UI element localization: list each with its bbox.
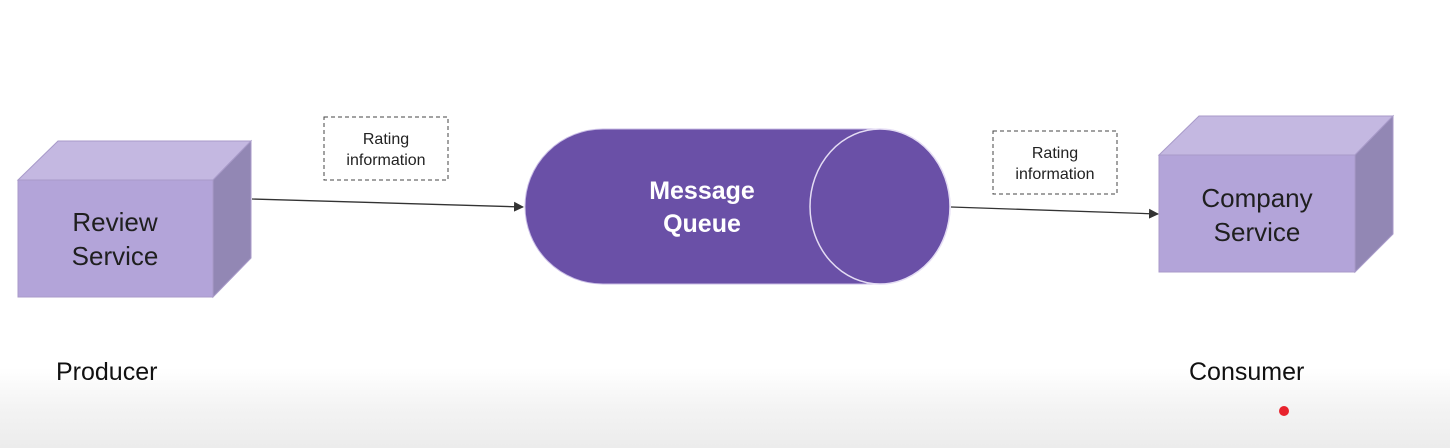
company-service-label-line1: Company — [1201, 183, 1312, 213]
message-note-2-box — [992, 130, 1118, 195]
company-service-label-line2: Service — [1214, 217, 1301, 247]
message-queue-label-line1: Message — [649, 177, 755, 205]
message-queue-node: Message Queue — [524, 128, 951, 285]
queue-to-consumer-arrow — [950, 206, 1159, 219]
message-note-1-line1: Rating — [363, 131, 409, 148]
review-service-cube-top — [16, 140, 253, 181]
producer-to-queue-arrow — [251, 198, 524, 212]
review-service-label-line1: Review — [72, 207, 157, 237]
message-note-1-box — [323, 116, 449, 181]
pointer-dot — [1279, 406, 1289, 416]
company-service-cube-top — [1157, 115, 1395, 156]
message-note-1: Rating information — [323, 116, 449, 181]
message-note-2: Rating information — [992, 130, 1118, 195]
review-service-label-line2: Service — [72, 241, 159, 271]
message-note-2-line1: Rating — [1032, 145, 1078, 162]
message-note-2-line2: information — [1015, 166, 1094, 183]
message-queue-end-cap — [809, 128, 951, 285]
review-service-cube-front — [17, 179, 214, 298]
company-service-node: Company Service — [1157, 114, 1395, 274]
message-queue-label-line2: Queue — [663, 210, 741, 238]
company-service-cube-front — [1158, 154, 1356, 273]
producer-label: Producer — [56, 358, 158, 386]
message-note-1-line2: information — [346, 152, 425, 169]
consumer-label: Consumer — [1189, 358, 1305, 386]
review-service-node: Review Service — [16, 139, 253, 299]
